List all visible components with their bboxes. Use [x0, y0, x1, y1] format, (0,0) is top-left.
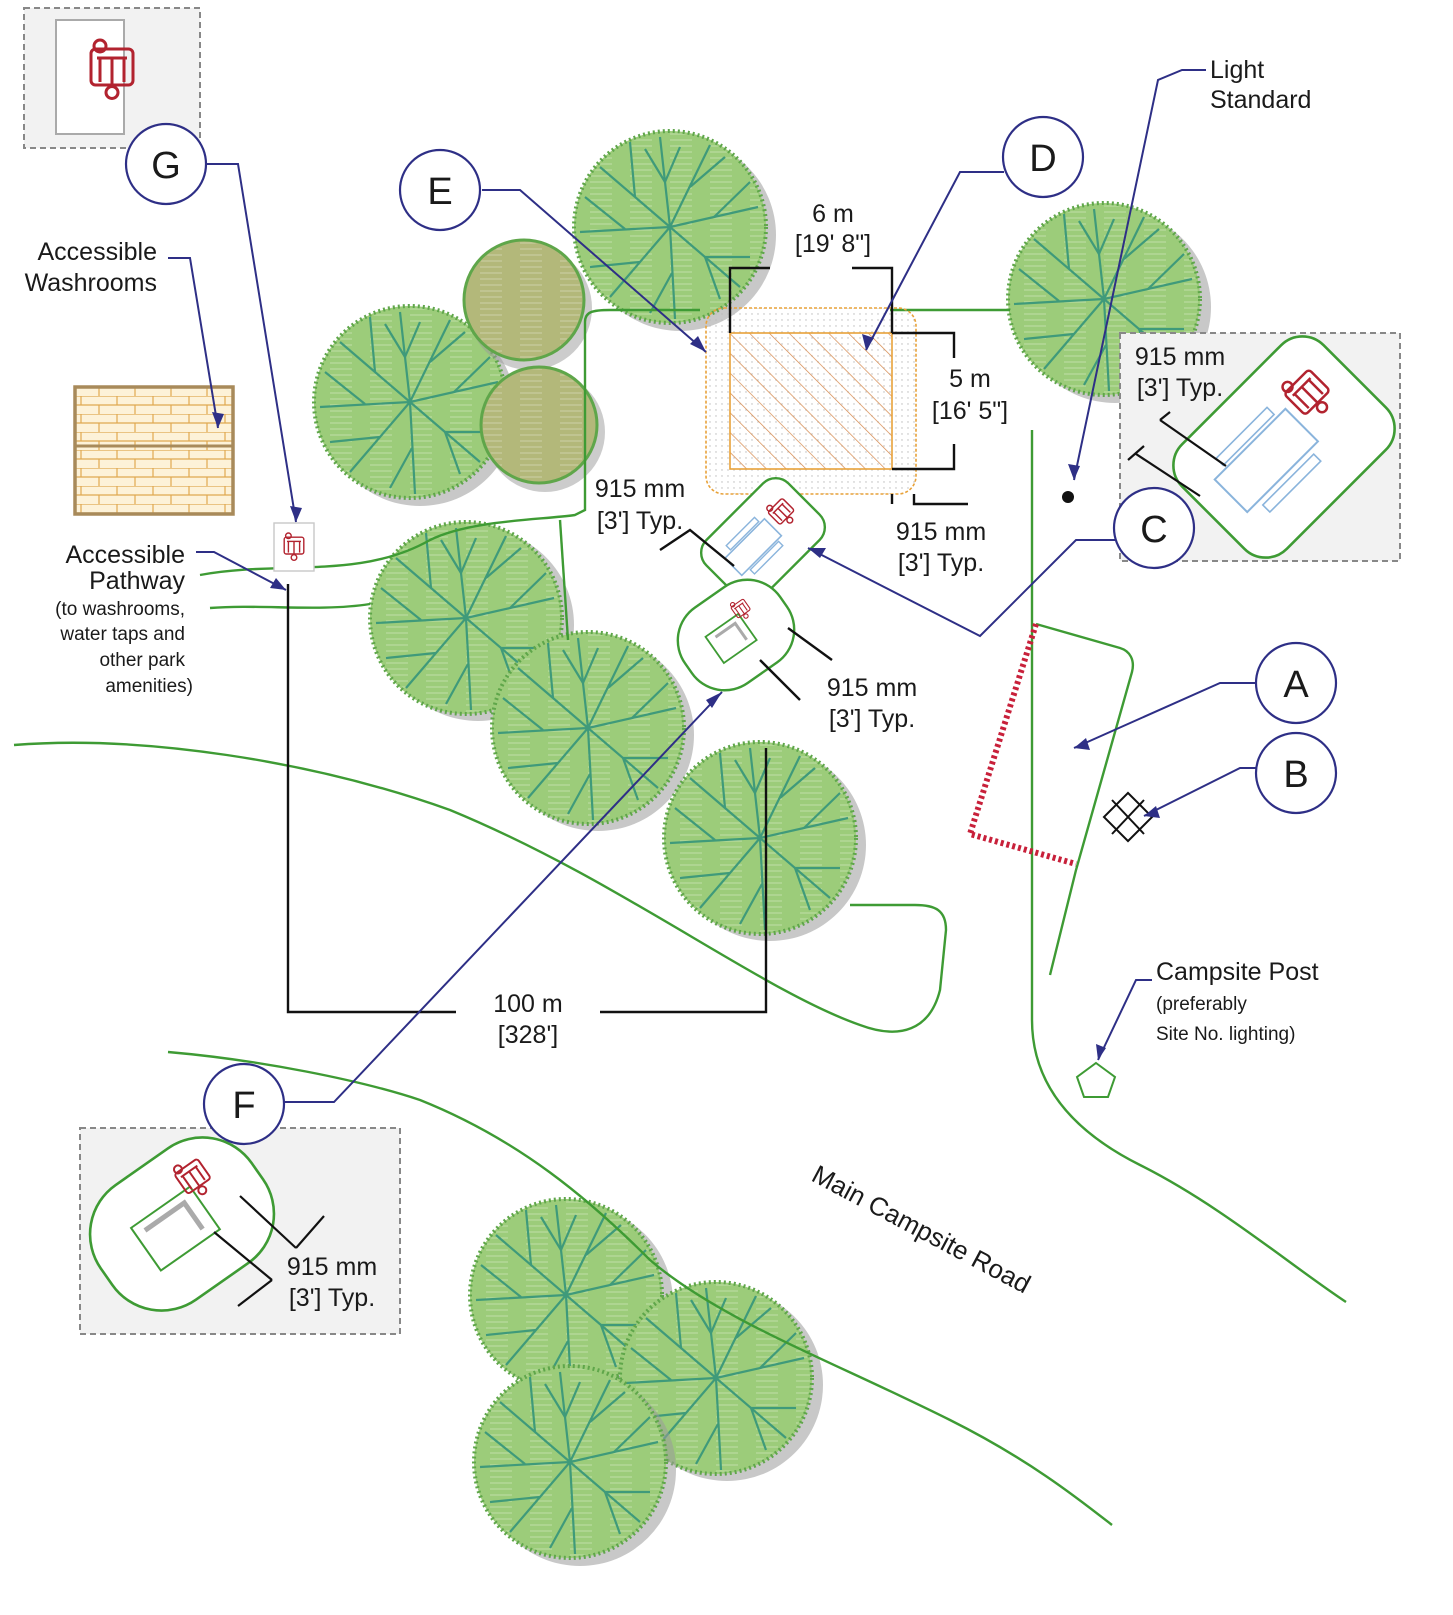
tree-olive-2 — [479, 365, 605, 492]
tree-6 — [662, 740, 866, 941]
detail-firepit-clearance-metric: 915 mm — [287, 1253, 377, 1281]
pathway-label-line3: (to washrooms, — [55, 599, 185, 620]
washrooms-label-line2: Washrooms — [25, 269, 157, 297]
callout-b[interactable]: B — [1254, 731, 1338, 815]
table-clearance-imperial: [3'] Typ. — [597, 507, 683, 535]
distance-imperial: [328'] — [498, 1021, 558, 1049]
detail-table-clearance-imperial: [3'] Typ. — [1137, 374, 1223, 402]
loop-road — [13, 741, 948, 1033]
paths — [13, 308, 1347, 1526]
accessible-sign — [273, 522, 315, 572]
tree-5 — [490, 630, 694, 831]
table-clearance-metric: 915 mm — [595, 475, 685, 503]
callout-c-label: C — [1140, 509, 1167, 551]
washroom-building — [73, 385, 235, 516]
callout-e[interactable]: E — [398, 148, 482, 232]
barrier-line — [966, 623, 1077, 867]
tree-9 — [472, 1364, 676, 1566]
callout-f[interactable]: F — [202, 1062, 286, 1146]
washrooms-label-line1: Accessible — [38, 238, 158, 266]
light-standard-label-line2: Standard — [1210, 86, 1311, 114]
water-tap-marker — [1102, 791, 1154, 843]
pathway-label-line4: water taps and — [59, 624, 185, 645]
main-campsite-road — [167, 1050, 1113, 1526]
campsite-post-label-line1: Campsite Post — [1156, 958, 1319, 986]
light-standard-marker — [1062, 491, 1074, 503]
leader-arrowheads — [212, 334, 1160, 1060]
pad-width-imperial: [19' 8"] — [795, 230, 871, 258]
callout-e-label: E — [427, 171, 452, 213]
pad-clearance-metric: 915 mm — [896, 518, 986, 546]
pathway-lower-edge — [209, 602, 371, 610]
tent-pad — [705, 307, 917, 495]
distance-metric: 100 m — [493, 990, 562, 1018]
firepit-clearance-imperial: [3'] Typ. — [829, 705, 915, 733]
dimension-lines — [286, 266, 968, 1014]
tree-olive-1 — [462, 238, 592, 370]
pathway-label-line2: Pathway — [89, 567, 185, 595]
picnic-table-site — [699, 476, 827, 604]
pathway-label-line6: amenities) — [105, 676, 193, 697]
campsite-post-marker — [1075, 1061, 1117, 1098]
detail-box-picnic-table — [1119, 332, 1401, 562]
pad-width-metric: 6 m — [812, 200, 854, 228]
pathway-to-tree — [558, 519, 570, 641]
light-standard-label-line1: Light — [1210, 56, 1264, 84]
callout-a-label: A — [1283, 664, 1309, 706]
detail-firepit-clearance-imperial: [3'] Typ. — [289, 1284, 375, 1312]
callout-f-label: F — [232, 1085, 255, 1127]
callout-c[interactable]: C — [1112, 486, 1196, 570]
firepit-clearance-metric: 915 mm — [827, 674, 917, 702]
pad-depth-metric: 5 m — [949, 365, 991, 393]
pathway-label-line1: Accessible — [66, 541, 186, 569]
callout-d-label: D — [1029, 138, 1056, 180]
campsite-post-label-line2: (preferably — [1156, 994, 1247, 1015]
fire-pit-site — [676, 578, 796, 692]
site-driveway-right — [1035, 622, 1134, 976]
pad-depth-imperial: [16' 5"] — [932, 397, 1008, 425]
trees — [312, 129, 1211, 1566]
pathway-label-line5: other park — [99, 650, 185, 671]
callout-g[interactable]: G — [124, 122, 208, 206]
leader-lines — [168, 69, 1256, 1103]
tree-3 — [312, 304, 516, 506]
road-label: Main Campsite Road — [807, 1159, 1035, 1299]
campsite-post-label-line3: Site No. lighting) — [1156, 1024, 1295, 1045]
callout-d[interactable]: D — [1001, 115, 1085, 199]
callout-b-label: B — [1283, 754, 1308, 796]
site-driveway-left — [1030, 430, 1347, 1304]
detail-table-clearance-metric: 915 mm — [1135, 343, 1225, 371]
callout-a[interactable]: A — [1254, 641, 1338, 725]
detail-box-fire-pit — [79, 1127, 401, 1335]
pad-clearance-imperial: [3'] Typ. — [898, 549, 984, 577]
tree-1 — [572, 129, 776, 331]
callout-g-label: G — [151, 145, 181, 187]
